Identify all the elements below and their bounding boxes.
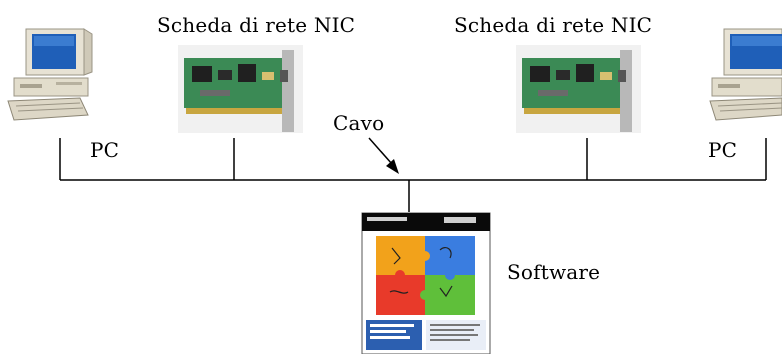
network-card-photo-left <box>178 45 303 133</box>
nic-label-right: Scheda di rete NIC <box>454 13 653 37</box>
desktop-computer-icon-right <box>709 28 782 121</box>
desktop-computer-icon-left <box>7 28 93 121</box>
pc-label-right: PC <box>708 138 738 162</box>
cable-label: Cavo <box>333 111 385 135</box>
pc-label-left: PC <box>90 138 120 162</box>
software-label: Software <box>507 260 601 284</box>
network-card-photo-right <box>516 45 641 133</box>
nic-label-left: Scheda di rete NIC <box>157 13 356 37</box>
cable-arrow <box>368 137 399 174</box>
software-box-cover <box>361 212 491 354</box>
network-cable <box>59 138 767 212</box>
